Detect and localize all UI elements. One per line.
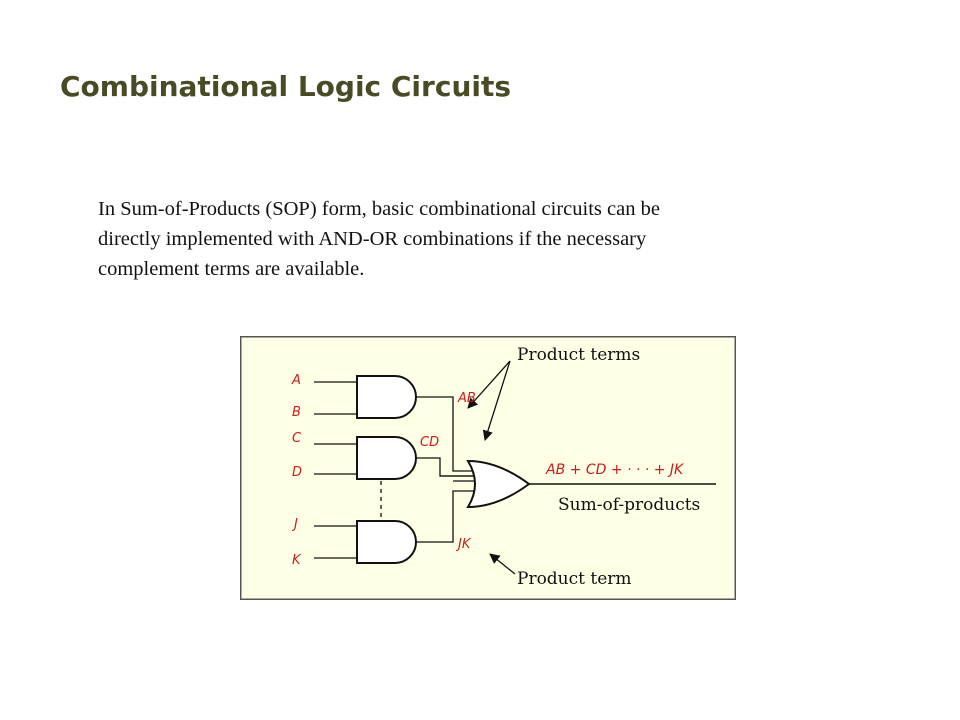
and-gate-ab xyxy=(356,375,417,419)
slide-title: Combinational Logic Circuits xyxy=(60,70,512,103)
and-gate-cd xyxy=(356,436,417,480)
circuit-svg: A B C D J K AB CD JK AB + CD + · · · + J… xyxy=(240,336,736,600)
input-label-c: C xyxy=(292,431,302,446)
input-label-j: J xyxy=(291,517,298,532)
body-line-3: complement terms are available. xyxy=(98,258,365,280)
callout-arrows xyxy=(467,360,516,575)
input-label-b: B xyxy=(292,405,301,420)
product-label-cd: CD xyxy=(420,435,439,450)
or-gate xyxy=(466,459,531,509)
body-line-2: directly implemented with AND-OR combina… xyxy=(98,228,647,250)
product-term-caption: Product term xyxy=(517,569,632,589)
sum-of-products-caption: Sum-of-products xyxy=(558,495,700,515)
product-terms-caption: Product terms xyxy=(517,345,640,365)
output-expression: AB + CD + · · · + JK xyxy=(545,462,685,478)
and-gate-jk xyxy=(356,520,417,564)
input-label-a: A xyxy=(291,373,301,388)
product-label-jk: JK xyxy=(455,537,472,552)
input-wires xyxy=(314,381,357,559)
body-line-1: In Sum-of-Products (SOP) form, basic com… xyxy=(98,198,660,220)
body-paragraph: In Sum-of-Products (SOP) form, basic com… xyxy=(98,194,858,284)
sop-circuit-diagram: A B C D J K AB CD JK AB + CD + · · · + J… xyxy=(240,336,736,600)
product-label-ab: AB xyxy=(457,391,476,406)
input-label-k: K xyxy=(292,553,302,568)
input-label-d: D xyxy=(292,465,302,480)
